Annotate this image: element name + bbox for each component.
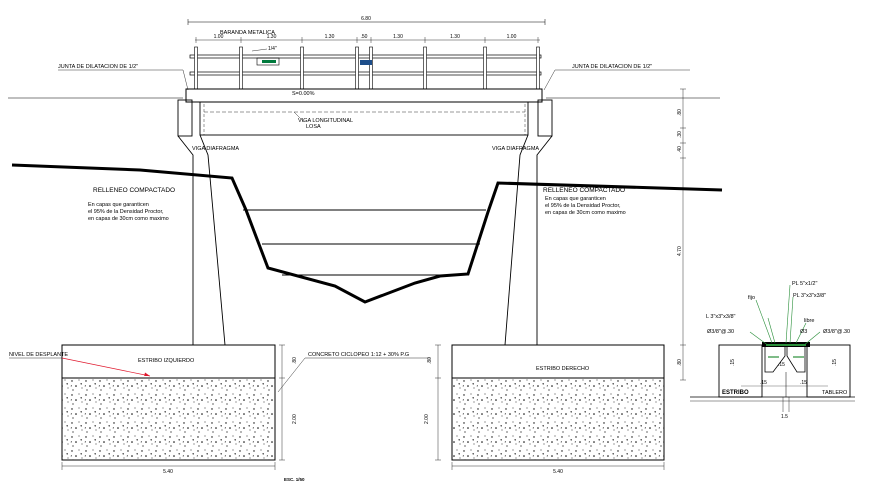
base-right-dim-1: .80 — [427, 357, 433, 364]
relleno-right-title: RELLENEO COMPACTADO — [543, 187, 625, 194]
detail-bar-mid: Ø3 — [800, 329, 807, 335]
post-plate-fill-2 — [360, 60, 372, 65]
junta-left-label: JUNTA DE DILATACION DE 1/2" — [58, 64, 138, 70]
detail-dim-2: .15 — [832, 359, 838, 366]
viga-longitudinal-label: VIGA LONGITUDINAL — [298, 118, 353, 124]
rail-spacing-label: 1.30 — [450, 34, 460, 40]
relleno-right-note-3: en capas de 30cm como maximo — [545, 210, 626, 216]
detail-dim-1: .15 — [730, 359, 736, 366]
slope-label: S=0.00% — [292, 91, 315, 97]
relleno-left-note-3: en capas de 30cm como maximo — [88, 216, 169, 222]
base-left-width: 5.40 — [163, 469, 173, 475]
diafragma-left-label: VIGA DIAFRAGMA — [192, 146, 239, 152]
detail-dim-4: .15 — [800, 380, 807, 386]
detail-bar-left: Ø3/8"@.30 — [707, 329, 734, 335]
right-dim-2: .30 — [677, 131, 683, 138]
joint-detail — [690, 284, 855, 412]
rail-spacing-dims: 1.00 1.30 1.30 .50 1.30 1.30 1.00 — [214, 34, 517, 40]
abutments — [177, 134, 553, 346]
detail-tablero: TABLERO — [822, 390, 848, 396]
nivel-arrow — [61, 357, 151, 377]
base-left-dim-1: .80 — [292, 357, 298, 364]
footings — [61, 344, 665, 461]
relleno-left-title: RELLENEO COMPACTADO — [93, 187, 175, 194]
base-right-dim-2: 2.00 — [424, 414, 430, 424]
concreto-label: CONCRETO CICLOPEO 1:12 + 30% P.G — [308, 352, 409, 358]
right-dim-3: .40 — [677, 146, 683, 153]
detail-dim-3: .15 — [760, 380, 767, 386]
right-vertical-dims — [680, 88, 686, 381]
detail-angle: L 3"x3"x3/8" — [706, 314, 736, 320]
losa-label: LOSA — [306, 124, 321, 130]
railing-post — [300, 46, 304, 90]
rail-spacing-label: 1.00 — [507, 34, 517, 40]
estribo-derecho-label: ESTRIBO DERECHO — [536, 366, 590, 372]
estribo-izquierdo-label: ESTRIBO IZQUIERDO — [138, 358, 195, 364]
detail-fijo: fijo — [748, 295, 755, 301]
post-detail-label: 1/4" — [268, 46, 277, 52]
detail-estribo: ESTRIBO — [722, 390, 749, 396]
channel-lines — [243, 209, 486, 276]
railing-post — [369, 46, 373, 90]
railing-post — [423, 46, 427, 90]
railing-post — [355, 46, 359, 90]
natural-ground-profile — [11, 163, 723, 304]
rail-spacing-label: 1.30 — [267, 34, 277, 40]
detail-bar-right: Ø3/8"@.30 — [823, 329, 850, 335]
railing-post — [194, 46, 198, 90]
detail-dim-5: .15 — [778, 362, 785, 368]
rail-spacing-label: .50 — [361, 34, 368, 40]
relleno-right-note-2: el 95% de la Densidad Proctor, — [545, 203, 621, 209]
relleno-left-note-1: En capas que garanticen — [88, 202, 149, 208]
total-width-label: 6.80 — [361, 16, 371, 22]
right-dim-5: .80 — [677, 359, 683, 366]
detail-pl2: PL 3"x3"x3/8" — [793, 293, 826, 299]
rail-spacing-label: 1.00 — [214, 34, 224, 40]
base-right-width: 5.40 — [553, 469, 563, 475]
detail-libre: libre — [804, 318, 814, 324]
post-plate-detail — [256, 57, 280, 66]
diafragma-right-label: VIGA DIAFRAGMA — [492, 146, 539, 152]
rail-spacing-label: 1.30 — [393, 34, 403, 40]
railing-post — [483, 46, 487, 90]
base-left-dim-2: 2.00 — [292, 414, 298, 424]
right-dim-4: 4.70 — [677, 246, 683, 256]
detail-pl1: PL 5"x1/2" — [792, 281, 817, 287]
right-dim-1: .80 — [677, 109, 683, 116]
detail-dim-gap: 1.5 — [781, 414, 788, 420]
relleno-left-note-2: el 95% de la Densidad Proctor, — [88, 209, 164, 215]
relleno-right-note-1: En capas que garanticen — [545, 196, 606, 202]
post-plate-fill — [262, 60, 276, 63]
baranda-label: BARANDA METALICA — [220, 30, 275, 36]
scale-label: ESC. 1/50 — [284, 477, 305, 482]
junta-right-label: JUNTA DE DILATACION DE 1/2" — [572, 64, 652, 70]
rail-spacing-label: 1.30 — [325, 34, 335, 40]
nivel-desplante-label: NIVEL DE DESPLANTE — [9, 352, 68, 358]
railing-posts — [194, 37, 540, 90]
railing-post — [536, 46, 540, 90]
railing-post — [239, 46, 243, 90]
deck — [177, 88, 553, 137]
